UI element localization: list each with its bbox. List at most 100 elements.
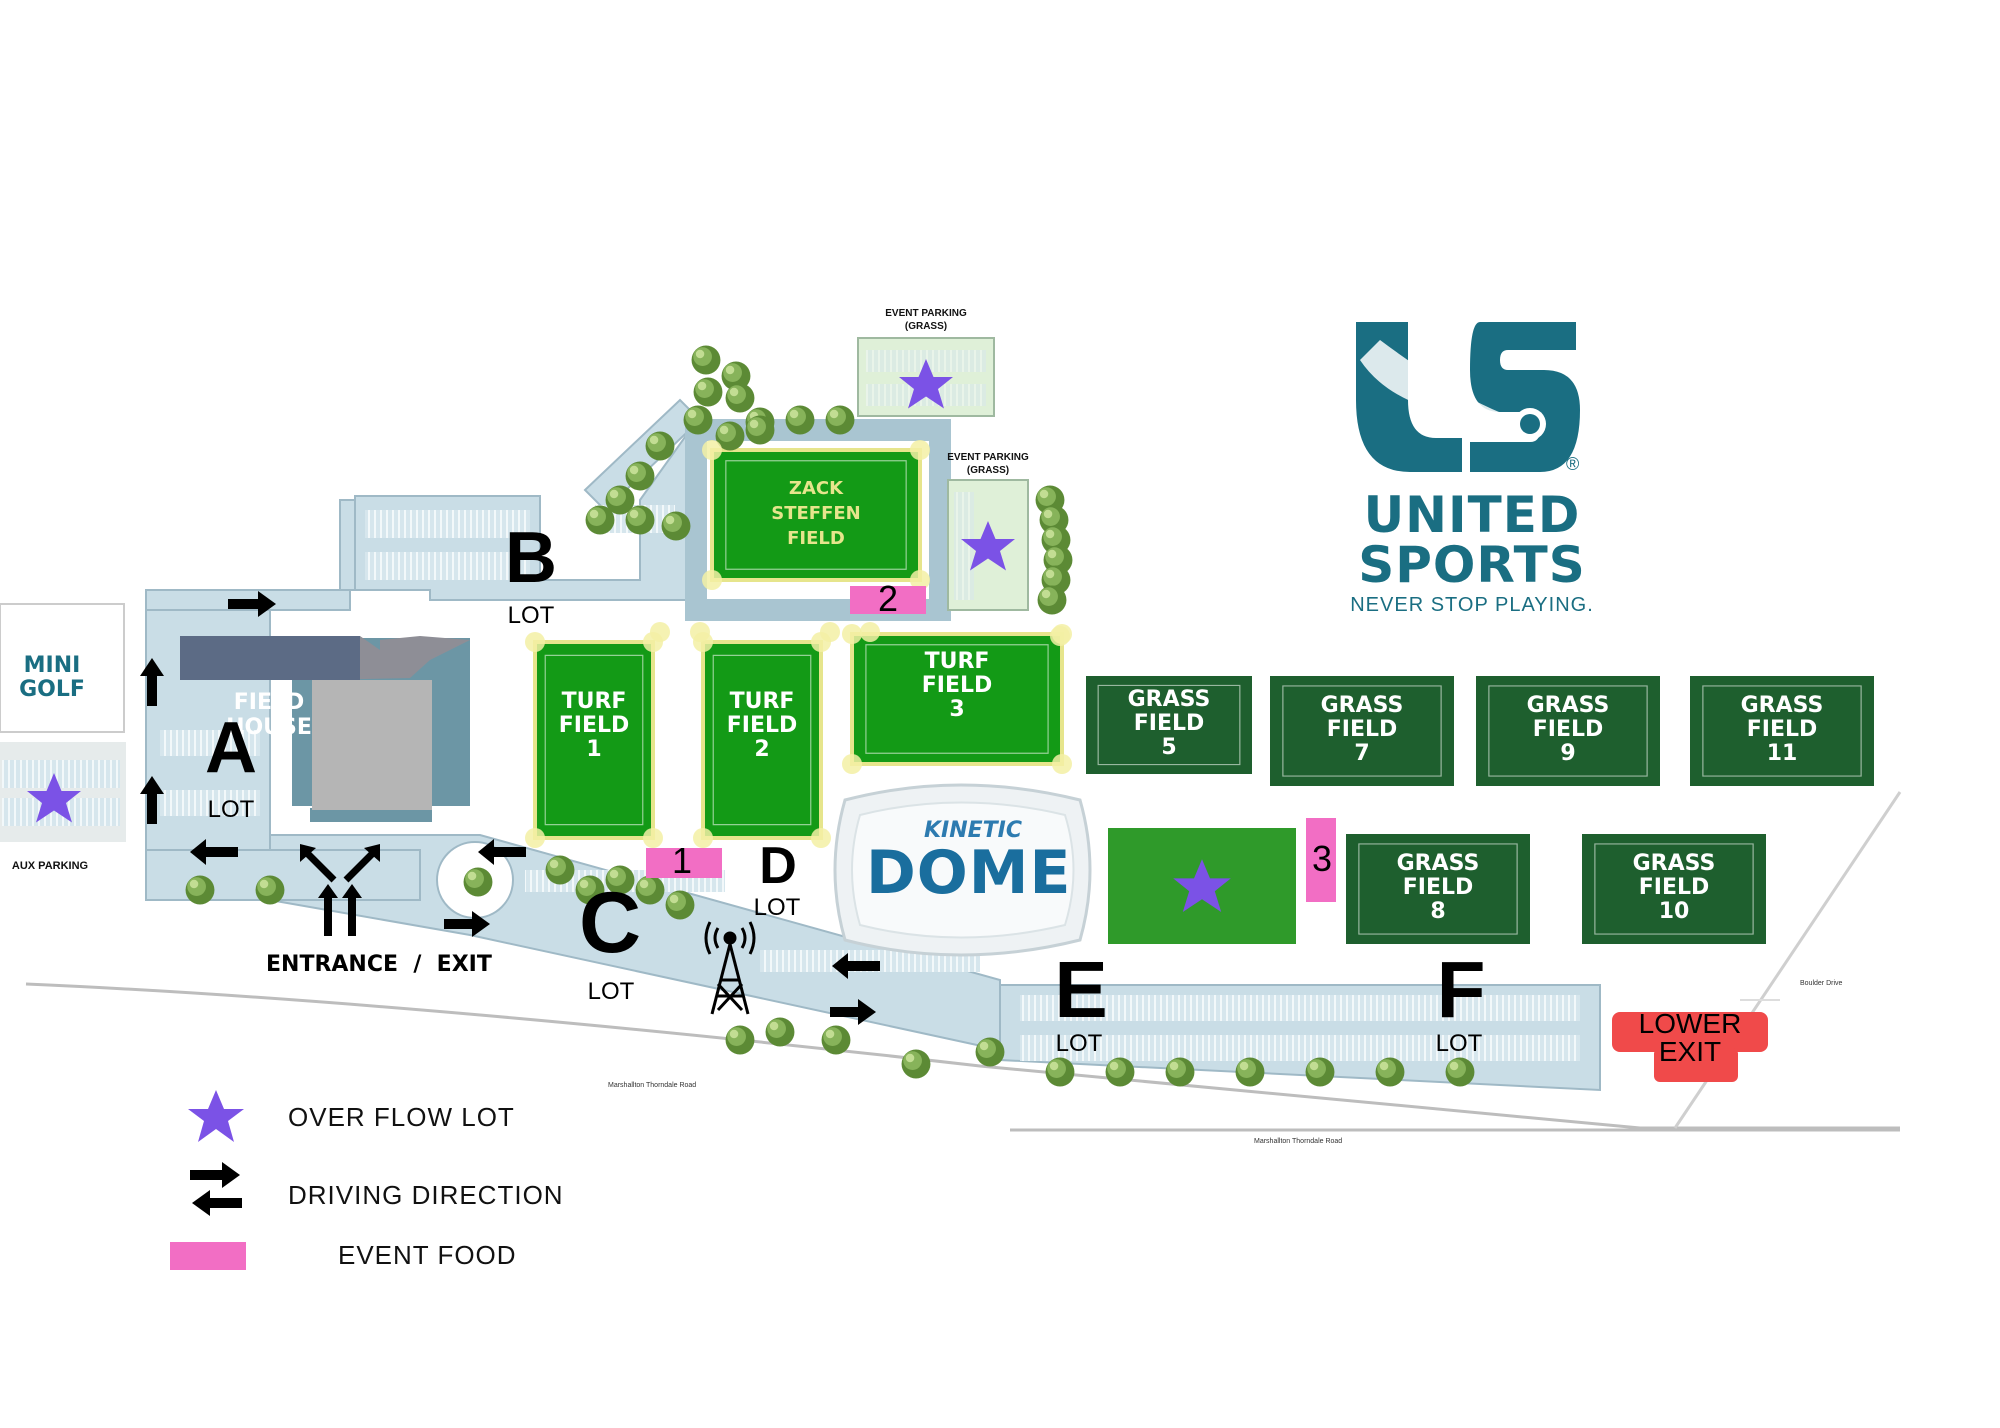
field-label-turf-1: TURF FIELD 1	[558, 689, 630, 762]
light-pole-icon	[650, 622, 670, 642]
double-arrow-icon	[190, 1162, 242, 1216]
field-house	[180, 636, 470, 822]
legend: OVER FLOW LOT DRIVING DIRECTION EVENT FO…	[170, 1090, 660, 1280]
brand-name-line1: UNITED	[1363, 486, 1581, 544]
star-icon	[961, 521, 1015, 571]
legend-label-overflow: OVER FLOW LOT	[288, 1102, 515, 1132]
kinetic-dome	[833, 783, 1092, 957]
food-markers	[646, 586, 1336, 902]
event-parking-label-1-line1: EVENT PARKING	[885, 308, 967, 319]
star-icon	[899, 359, 953, 409]
food-marker-3-label: 3	[1311, 838, 1333, 879]
lot-f-word: LOT	[1435, 1030, 1483, 1057]
parking-stalls	[160, 505, 1580, 1061]
lot-c-word: LOT	[587, 978, 635, 1005]
road-label-bottom: Marshallton Thorndale Road	[1254, 1138, 1343, 1145]
light-pole-icon	[693, 828, 713, 848]
mini-golf	[0, 603, 125, 733]
arrow-up-icon	[140, 776, 164, 824]
light-pole-icon	[525, 632, 545, 652]
star-icon	[27, 773, 81, 823]
field-grass-9	[1476, 676, 1660, 786]
light-pole-icon	[1050, 626, 1070, 646]
field-zack-steffen	[710, 448, 922, 582]
field-house-label: FIELD HOUSE	[226, 690, 312, 740]
arrow-right-icon	[228, 591, 276, 617]
light-pole-icon	[842, 624, 862, 644]
aux-parking-label: AUX PARKING	[11, 860, 89, 872]
light-pole-icon	[702, 570, 722, 590]
lot-b-word: LOT	[507, 602, 555, 629]
entrance-arrows-icon	[300, 844, 380, 936]
light-pole-icon	[820, 622, 840, 642]
arrow-right-icon	[830, 999, 876, 1025]
lower-exit-sign	[1612, 1012, 1768, 1082]
light-pole-icon	[525, 828, 545, 848]
field-label-grass-5: GRASS FIELD 5	[1127, 687, 1211, 760]
lot-a-word: LOT	[207, 796, 255, 823]
brand-name-line2: SPORTS	[1358, 536, 1586, 594]
light-pole-icon	[811, 828, 831, 848]
brand-registered: ®	[1566, 454, 1580, 474]
dome-label-main: DOME	[866, 838, 1072, 908]
field-grass-11	[1690, 676, 1874, 786]
lot-d-word: LOT	[753, 894, 801, 921]
food-swatch	[170, 1242, 246, 1270]
field-label-turf-2: TURF FIELD 2	[726, 689, 798, 762]
field-label-turf-3: TURF FIELD 3	[921, 649, 993, 722]
food-marker-2	[850, 586, 926, 614]
fields	[533, 448, 1874, 944]
light-pole-icon	[860, 622, 880, 642]
entrance-exit-label: ENTRANCE / EXIT	[266, 952, 492, 977]
lot-f-letter: F	[1436, 945, 1486, 1034]
direction-arrows	[140, 591, 880, 1025]
light-pole-icon	[690, 622, 710, 642]
light-poles	[525, 440, 1072, 848]
light-pole-icon	[702, 440, 722, 460]
united-sports-logo	[1356, 322, 1580, 472]
lot-d-letter: D	[759, 837, 797, 895]
field-grass-10	[1582, 834, 1766, 944]
legend-label-direction: DRIVING DIRECTION	[288, 1180, 564, 1210]
lot-e-letter: E	[1054, 945, 1108, 1034]
light-pole-icon	[910, 570, 930, 590]
lower-exit-label: LOWER EXIT	[1638, 1008, 1742, 1067]
arrow-left-icon	[832, 953, 880, 979]
aux-parking-lot	[0, 742, 126, 842]
food-marker-1-label: 1	[671, 840, 693, 881]
cell-tower-icon	[704, 921, 756, 1015]
lot-e-word: LOT	[1055, 1030, 1103, 1057]
lot-a-letter: A	[205, 708, 257, 788]
light-pole-icon	[643, 828, 663, 848]
star-icon	[1173, 859, 1231, 912]
arrow-left-icon	[190, 839, 238, 865]
event-parking-label-2-line2: (GRASS)	[966, 465, 1010, 476]
arrow-left-icon	[478, 839, 526, 865]
field-label-grass-10: GRASS FIELD 10	[1632, 851, 1716, 924]
road-label-left: Marshallton Thorndale Road	[608, 1082, 697, 1089]
event-parking-label-1-line2: (GRASS)	[904, 321, 948, 332]
field-grass-7	[1270, 676, 1454, 786]
field-grass-5	[1086, 676, 1252, 774]
star-icon	[188, 1090, 244, 1142]
food-marker-1	[646, 848, 722, 878]
field-label-grass-7: GRASS FIELD 7	[1320, 693, 1404, 766]
light-pole-icon	[1052, 754, 1072, 774]
mini-golf-label: MINI GOLF	[19, 653, 85, 702]
field-label-grass-9: GRASS FIELD 9	[1526, 693, 1610, 766]
overflow-stars	[27, 359, 1231, 912]
brand-tagline: NEVER STOP PLAYING.	[1350, 594, 1594, 616]
field-turf-2	[701, 640, 823, 840]
food-marker-3	[1306, 818, 1336, 902]
field-label-grass-11: GRASS FIELD 11	[1740, 693, 1824, 766]
arrow-right-icon	[444, 911, 490, 937]
event-parking-label-2-line1: EVENT PARKING	[947, 452, 1029, 463]
legend-label-food: EVENT FOOD	[338, 1240, 517, 1270]
field-turf-3	[850, 632, 1064, 766]
lot-b-letter: B	[505, 518, 557, 598]
arrow-up-icon	[140, 658, 164, 706]
food-marker-2-label: 2	[877, 578, 899, 619]
dome-label-top: KINETIC	[923, 818, 1022, 843]
